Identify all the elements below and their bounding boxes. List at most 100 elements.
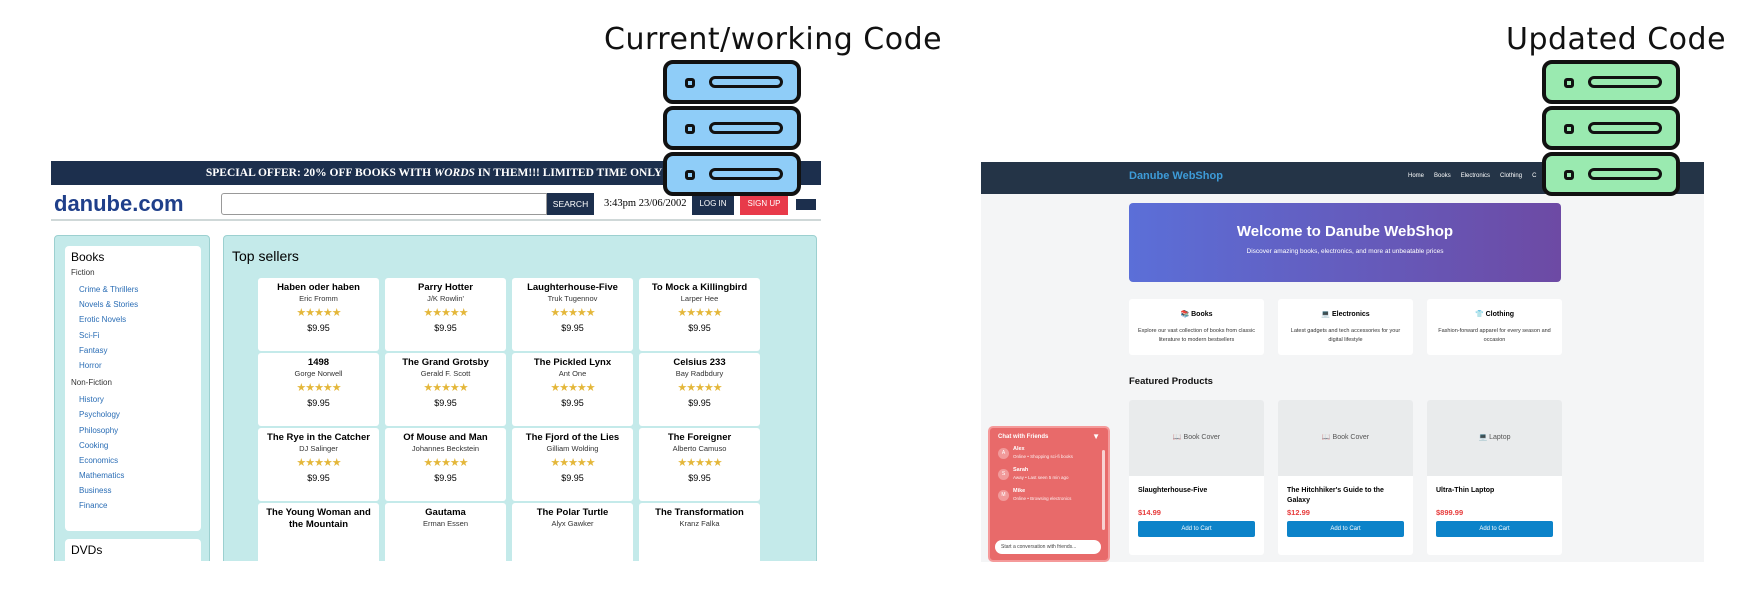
- hero-subtitle: Discover amazing books, electronics, and…: [1246, 248, 1444, 255]
- friend-status: Away • Last seen 5 min ago: [1013, 475, 1069, 480]
- sidebar-link-nonfiction[interactable]: History: [79, 395, 104, 405]
- sidebar-link-nonfiction[interactable]: Psychology: [79, 410, 120, 420]
- book-card[interactable]: The Young Woman and the Mountain: [258, 503, 379, 561]
- server-icon-current: [663, 60, 801, 198]
- book-author: Ant One: [558, 369, 587, 378]
- sidebar-link-nonfiction[interactable]: Finance: [79, 501, 108, 511]
- add-to-cart-button[interactable]: Add to Cart: [1436, 521, 1553, 537]
- chat-scrollbar[interactable]: [1102, 450, 1105, 530]
- book-title: Parry Hotter: [418, 282, 473, 293]
- friend-status: Online • Browsing electronics: [1013, 496, 1072, 501]
- sidebar-link-nonfiction[interactable]: Business: [79, 486, 112, 496]
- book-price: $9.95: [688, 398, 711, 408]
- book-title: The Grand Grotsby: [402, 357, 489, 368]
- book-title: 1498: [307, 357, 330, 368]
- avatar: M: [998, 490, 1009, 501]
- book-title: Of Mouse and Man: [403, 432, 488, 443]
- friend-name: Mike: [1013, 488, 1026, 494]
- signup-button[interactable]: SIGN UP: [740, 193, 788, 215]
- book-title: To Mock a Killingbird: [651, 282, 748, 293]
- chevron-down-icon[interactable]: ▼: [1092, 432, 1100, 441]
- chat-header[interactable]: Chat with Friends▼: [998, 432, 1100, 441]
- updated-code-label: Updated Code: [1506, 22, 1727, 57]
- book-author: Johannes Beckstein: [411, 444, 480, 453]
- sidebar-link-fiction[interactable]: Horror: [79, 360, 102, 370]
- product-name: The Hitchhiker's Guide to the Galaxy: [1287, 487, 1384, 504]
- server-icon-updated: [1542, 60, 1680, 198]
- book-price: $9.95: [434, 323, 457, 333]
- search-button[interactable]: SEARCH: [547, 193, 594, 215]
- sidebar-link-nonfiction[interactable]: Mathematics: [79, 471, 125, 481]
- product-price: $14.99: [1138, 508, 1161, 517]
- rating-stars-icon: ★★★★★: [423, 382, 468, 394]
- rating-stars-icon: ★★★★★: [550, 457, 595, 469]
- add-to-cart-button[interactable]: Add to Cart: [1138, 521, 1255, 537]
- product-price: $12.99: [1287, 508, 1310, 517]
- dvds-heading[interactable]: DVDs: [65, 539, 201, 561]
- product-image: 📖 Book Cover: [1278, 400, 1413, 476]
- nav-link[interactable]: Clothing: [1500, 173, 1523, 179]
- book-author: Gerald F. Scott: [420, 369, 471, 378]
- sidebar-link-fiction[interactable]: Sci-Fi: [79, 330, 100, 340]
- chat-input[interactable]: Start a conversation with friends...: [995, 540, 1101, 554]
- book-author: Alberto Camuso: [672, 444, 727, 453]
- sidebar-link-nonfiction[interactable]: Cooking: [79, 440, 109, 450]
- webshop-logo[interactable]: Danube WebShop: [1129, 170, 1223, 182]
- nav-link[interactable]: Books: [1434, 173, 1451, 179]
- nav-link[interactable]: C: [1532, 173, 1537, 179]
- nav-links: Home Books Electronics Clothing C: [1408, 173, 1546, 179]
- book-price: $9.95: [561, 323, 584, 333]
- books-heading: Books: [71, 250, 105, 264]
- book-title: The Polar Turtle: [536, 507, 609, 518]
- sidebar-link-fiction[interactable]: Novels & Stories: [79, 300, 139, 310]
- extra-nav-button[interactable]: [796, 199, 816, 210]
- nav-link[interactable]: Home: [1408, 173, 1425, 179]
- sidebar-link-nonfiction[interactable]: Economics: [79, 455, 119, 465]
- book-author: Gorge Norwell: [294, 369, 343, 378]
- product-name: Slaughterhouse-Five: [1138, 487, 1208, 494]
- product-image: 📖 Book Cover: [1129, 400, 1264, 476]
- product-price: $899.99: [1436, 508, 1464, 517]
- book-author: DJ Salinger: [299, 444, 338, 453]
- danube-logo[interactable]: danube.com: [54, 191, 184, 216]
- sidebar-link-fiction[interactable]: Fantasy: [79, 345, 108, 355]
- book-price: $9.95: [561, 473, 584, 483]
- nav-link[interactable]: Electronics: [1460, 173, 1491, 179]
- rating-stars-icon: ★★★★★: [677, 307, 722, 319]
- rating-stars-icon: ★★★★★: [550, 307, 595, 319]
- add-to-cart-button[interactable]: Add to Cart: [1287, 521, 1404, 537]
- book-author: Erman Essen: [422, 519, 469, 528]
- category-name: 💻 Electronics: [1321, 311, 1370, 318]
- book-author: J/K Rowlin': [427, 294, 464, 303]
- fiction-label: Fiction: [71, 268, 95, 277]
- sidebar-link-fiction[interactable]: Crime & Thrillers: [79, 285, 139, 294]
- sidebar-link-nonfiction[interactable]: Philosophy: [79, 425, 119, 435]
- sidebar-link-fiction[interactable]: Erotic Novels: [79, 315, 127, 325]
- login-button[interactable]: LOG IN: [692, 193, 734, 215]
- search-input[interactable]: [221, 193, 547, 215]
